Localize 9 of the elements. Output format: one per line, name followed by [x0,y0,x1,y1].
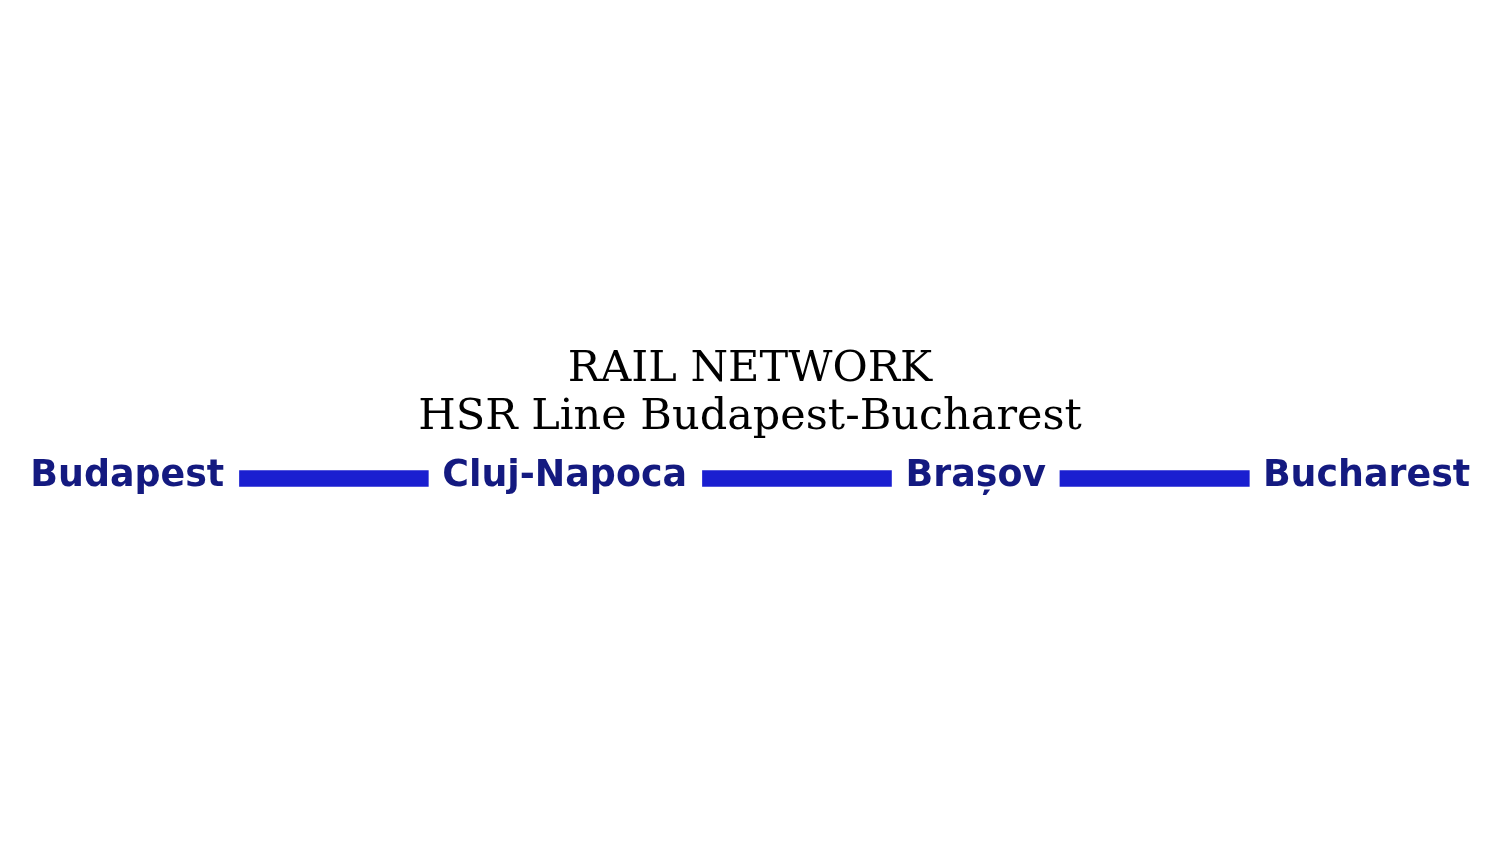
node-text: Cluj-Napoca [442,451,687,495]
node-text: Budapest [30,451,225,495]
diagram-title: RAIL NETWORK [567,340,933,391]
node-text: Brașov [905,451,1047,495]
caption: HSR Line Budapest-Bucharest [418,388,1082,439]
connector [239,469,429,487]
connector [1059,469,1250,487]
node-text: Bucharest [1262,451,1471,495]
connector [702,469,892,487]
